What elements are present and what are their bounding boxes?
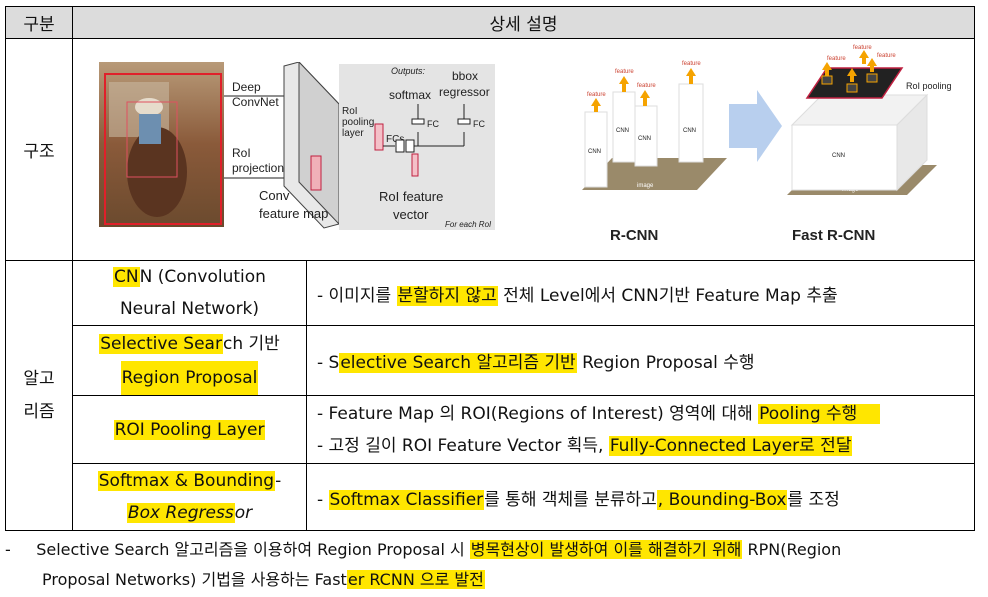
convnet-label: ConvNet (232, 95, 279, 109)
cnn-name-rest: N (Convolution (139, 267, 266, 287)
fcs-label: FCs (386, 134, 404, 145)
fast-feature-label-1: feature (827, 56, 846, 62)
rcnn-feature-label-3: feature (637, 83, 656, 89)
rfv-label-1: RoI feature (379, 189, 443, 204)
roi-feature-vector-bar (411, 153, 419, 177)
outputs-label: Outputs: (391, 66, 426, 76)
roi-pool-label-3: layer (342, 128, 364, 139)
ss-desc: - Selective Search 알고리즘 기반 Region Propos… (317, 353, 755, 373)
rcnn-cnn-boxes: CNN CNN CNN CNN (584, 83, 704, 188)
fast-cnn-label: CNN (832, 153, 845, 159)
cnn-name-line1: CNN (Convolution (113, 267, 266, 287)
softmax-name-line1: Softmax & Bounding- (97, 471, 282, 491)
algorithm-name-roi-pooling: ROI Pooling Layer (72, 395, 307, 464)
rcnn-vs-fast-rcnn-figure: image CNN CNN CNN CNN feature feature fe… (577, 40, 962, 250)
header-category: 구분 (5, 6, 73, 39)
structure-label: 구조 (5, 38, 73, 261)
rcnn-cnn-label-4: CNN (683, 128, 696, 134)
fast-feature-arrows (822, 50, 877, 82)
roi-label: RoI (232, 146, 251, 160)
fc2-label: FC (473, 119, 485, 129)
ss-name-line2: Region Proposal (120, 360, 259, 395)
algorithm-label-line2: 리즘 (23, 401, 55, 422)
pooled-roi (374, 123, 384, 151)
algorithm-desc-selective-search: - Selective Search 알고리즘 기반 Region Propos… (306, 325, 975, 396)
fc-softmax (411, 118, 425, 125)
fast-rcnn-architecture-figure: Deep ConvNet RoI projection Conv feature… (99, 60, 499, 232)
rcnn-image (582, 158, 727, 190)
fast-rcnn-title: Fast R-CNN (792, 227, 875, 244)
architecture-svg: Deep ConvNet RoI projection Conv feature… (99, 60, 495, 230)
algorithm-label: 알고 리즘 (5, 260, 73, 531)
rcnn-title: R-CNN (610, 227, 658, 244)
rcnn-feature-arrows (591, 68, 696, 112)
footnote-line2: Proposal Networks) 기법을 사용하는 Faster RCNN … (42, 570, 485, 589)
softmax-label: softmax (389, 88, 431, 102)
projection-label: projection (232, 161, 284, 175)
footnote-dash: - (5, 540, 11, 559)
fast-cnn-box (791, 124, 898, 191)
comparison-table: 구분 상세 설명 구조 알고 리즘 CNN (Convolution Neura… (5, 6, 975, 531)
conv-label: Conv (259, 188, 290, 203)
roi-desc-line2: - 고정 길이 ROI Feature Vector 획득, Fully-Con… (317, 435, 853, 456)
rcnn-feature-label-1: feature (587, 92, 606, 98)
rcnn-feature-label-4: feature (682, 61, 701, 67)
fast-feature-label-2: feature (853, 45, 872, 51)
roi-name: ROI Pooling Layer (113, 419, 266, 440)
roi-pool-label-2: pooling (342, 117, 374, 128)
algorithm-desc-softmax: - Softmax Classifier를 통해 객체를 분류하고, Bound… (306, 463, 975, 531)
algorithm-desc-roi-pooling: - Feature Map 의 ROI(Regions of Interest)… (306, 395, 975, 464)
softmax-name-line2: Box Regressor (126, 503, 253, 523)
roi-pooling-label: RoI pooling (906, 81, 952, 91)
fast-feature-label-3: feature (877, 53, 896, 59)
algorithm-desc-cnn: - 이미지를 분할하지 않고 전체 Level에서 CNN기반 Feature … (306, 260, 975, 326)
rcnn-image-label: image (637, 183, 654, 189)
rfv-label-2: vector (393, 207, 429, 222)
footnote-line1: - Selective Search 알고리즘을 이용하여 Region Pro… (5, 540, 842, 559)
transition-arrow (729, 90, 782, 162)
rcnn-feature-label-2: feature (615, 69, 634, 75)
footnote: - Selective Search 알고리즘을 이용하여 Region Pro… (5, 535, 985, 595)
fc-bbox (457, 118, 471, 125)
foreach-label: For each RoI (445, 220, 492, 229)
header-detail: 상세 설명 (72, 6, 975, 39)
cnn-name-line2: Neural Network) (119, 299, 260, 319)
rcnn-cnn-label-1: CNN (588, 149, 601, 155)
roi-desc-line1: - Feature Map 의 ROI(Regions of Interest)… (317, 403, 880, 424)
regressor-label: regressor (439, 85, 490, 99)
roi-pool-label-1: RoI (342, 106, 358, 117)
rcnn-cnn-label-2: CNN (616, 128, 629, 134)
roi-box (104, 73, 222, 225)
bbox-label: bbox (452, 69, 478, 83)
algorithm-label-line1: 알고 (23, 368, 55, 389)
comparison-svg: image CNN CNN CNN CNN feature feature fe… (582, 45, 952, 244)
feature-map-label: feature map (259, 206, 328, 221)
deep-label: Deep (232, 80, 261, 94)
fc1-label: FC (427, 119, 439, 129)
softmax-desc: - Softmax Classifier를 통해 객체를 분류하고, Bound… (317, 489, 840, 510)
rcnn-cnn-label-3: CNN (638, 136, 651, 142)
roi-head-panel (339, 64, 495, 230)
ss-name-line1: Selective Search 기반 (99, 333, 280, 354)
algorithm-name-selective-search: Selective Search 기반 Region Proposal (72, 325, 307, 396)
algorithm-name-softmax: Softmax & Bounding- Box Regressor (72, 463, 307, 531)
cnn-desc: - 이미지를 분할하지 않고 전체 Level에서 CNN기반 Feature … (317, 285, 838, 306)
algorithm-name-cnn: CNN (Convolution Neural Network) (72, 260, 307, 326)
